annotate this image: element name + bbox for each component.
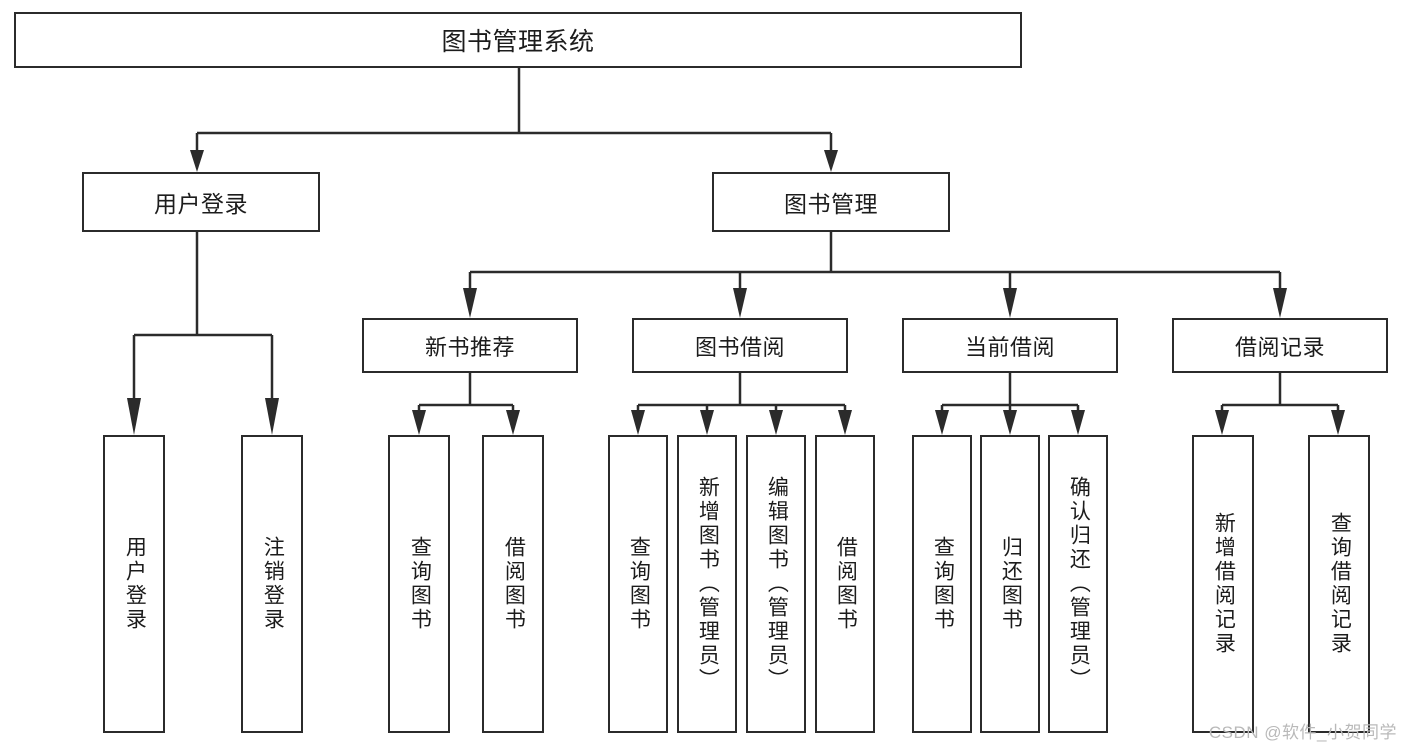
leaf-current-confirm-return-label: 确认归还（管理员） (1067, 476, 1091, 692)
arrow-current-c2 (1003, 410, 1017, 435)
arrow-root-to-user (190, 150, 204, 172)
arrow-book-to-current (1003, 288, 1017, 318)
arrow-borrow-c3 (769, 410, 783, 435)
arrow-root-to-book (824, 150, 838, 172)
leaf-borrow-query-book[interactable]: 查询图书 (608, 435, 668, 733)
leaf-recommend-borrow-book[interactable]: 借阅图书 (482, 435, 544, 733)
leaf-borrow-borrow-book[interactable]: 借阅图书 (815, 435, 875, 733)
arrow-book-to-records (1273, 288, 1287, 318)
leaf-current-query-book-label: 查询图书 (931, 536, 955, 632)
arrow-user-left (127, 398, 141, 435)
leaf-borrow-edit-book[interactable]: 编辑图书（管理员） (746, 435, 806, 733)
leaf-borrow-add-book-label: 新增图书（管理员） (696, 476, 720, 692)
leaf-borrow-edit-book-label: 编辑图书（管理员） (765, 476, 789, 692)
leaf-user-login-signout[interactable]: 注销登录 (241, 435, 303, 733)
node-borrow-records[interactable]: 借阅记录 (1172, 318, 1388, 373)
leaf-user-login-signin-label: 用户登录 (123, 536, 147, 632)
csdn-watermark: CSDN @软件_小贺同学 (1208, 723, 1397, 742)
arrow-borrow-c2 (700, 410, 714, 435)
node-book-management[interactable]: 图书管理 (712, 172, 950, 232)
leaf-borrow-query-book-label: 查询图书 (627, 536, 651, 632)
arrow-user-right (265, 398, 279, 435)
arrow-recommend-c1 (412, 410, 426, 435)
node-current-borrow[interactable]: 当前借阅 (902, 318, 1118, 373)
node-root-system[interactable]: 图书管理系统 (14, 12, 1022, 68)
arrow-current-c1 (935, 410, 949, 435)
leaf-records-add-record[interactable]: 新增借阅记录 (1192, 435, 1254, 733)
arrow-book-to-recommend (463, 288, 477, 318)
arrow-borrow-c4 (838, 410, 852, 435)
leaf-borrow-borrow-book-label: 借阅图书 (834, 536, 858, 632)
node-user-login-label: 用户登录 (154, 191, 248, 217)
node-new-book-recommend[interactable]: 新书推荐 (362, 318, 578, 373)
leaf-records-query-record-label: 查询借阅记录 (1328, 512, 1352, 656)
leaf-user-login-signout-label: 注销登录 (261, 536, 285, 632)
leaf-current-query-book[interactable]: 查询图书 (912, 435, 972, 733)
node-book-management-label: 图书管理 (784, 191, 878, 217)
arrow-records-c2 (1331, 410, 1345, 435)
leaf-user-login-signin[interactable]: 用户登录 (103, 435, 165, 733)
leaf-recommend-borrow-book-label: 借阅图书 (502, 536, 526, 632)
node-user-login[interactable]: 用户登录 (82, 172, 320, 232)
leaf-current-confirm-return[interactable]: 确认归还（管理员） (1048, 435, 1108, 733)
node-current-borrow-label: 当前借阅 (964, 334, 1055, 360)
arrow-current-c3 (1071, 410, 1085, 435)
leaf-recommend-query-book-label: 查询图书 (408, 536, 432, 632)
leaf-current-return-book[interactable]: 归还图书 (980, 435, 1040, 733)
node-root-label: 图书管理系统 (441, 28, 595, 56)
node-new-book-recommend-label: 新书推荐 (424, 334, 515, 360)
node-borrow-records-label: 借阅记录 (1234, 334, 1325, 360)
leaf-records-add-record-label: 新增借阅记录 (1212, 512, 1236, 656)
leaf-borrow-add-book[interactable]: 新增图书（管理员） (677, 435, 737, 733)
arrow-recommend-c2 (506, 410, 520, 435)
node-book-borrow[interactable]: 图书借阅 (632, 318, 848, 373)
node-book-borrow-label: 图书借阅 (694, 334, 785, 360)
leaf-records-query-record[interactable]: 查询借阅记录 (1308, 435, 1370, 733)
leaf-recommend-query-book[interactable]: 查询图书 (388, 435, 450, 733)
arrow-book-to-borrow (733, 288, 747, 318)
arrow-borrow-c1 (631, 410, 645, 435)
arrow-records-c1 (1215, 410, 1229, 435)
leaf-current-return-book-label: 归还图书 (999, 536, 1023, 632)
